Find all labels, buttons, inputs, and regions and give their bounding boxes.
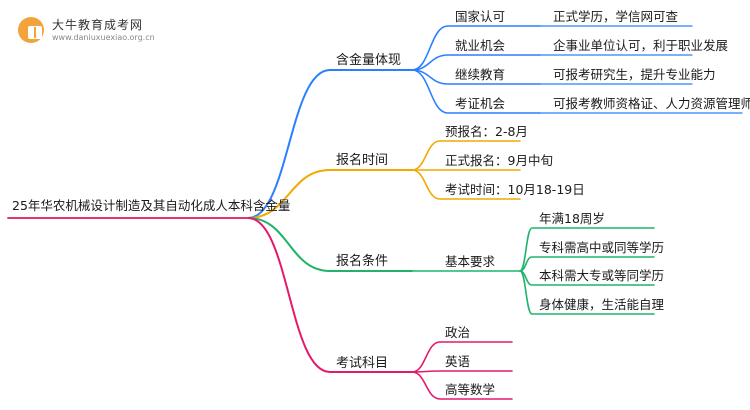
book-badge-icon bbox=[18, 17, 44, 43]
condition-item-connector bbox=[519, 256, 655, 272]
condition-item-connector bbox=[519, 270, 655, 315]
logo-url: www.daniuxuexiao.org.cn bbox=[52, 33, 155, 42]
value-item-detail: 正式学历，学信网可查 bbox=[553, 9, 679, 24]
time-item: 考试时间：10月18-19日 bbox=[445, 182, 585, 197]
logo-name: 大牛教育成考网 bbox=[52, 18, 144, 32]
value-item-detail: 可报考教师资格证、人力资源管理师证等 bbox=[553, 96, 750, 111]
subject-item-connector bbox=[411, 371, 513, 400]
subject-item-connector bbox=[411, 370, 513, 373]
value-item-connector bbox=[411, 25, 541, 71]
condition-sub-label: 基本要求 bbox=[445, 254, 496, 269]
branch-time-connector bbox=[247, 169, 413, 219]
value-item-connector bbox=[411, 54, 541, 71]
condition-item: 年满18周岁 bbox=[539, 211, 605, 226]
time-item-connector bbox=[411, 140, 521, 171]
time-item: 预报名：2-8月 bbox=[445, 124, 528, 139]
subject-item-connector bbox=[411, 341, 513, 373]
value-item-label: 继续教育 bbox=[455, 67, 506, 82]
value-item-label: 就业机会 bbox=[455, 38, 506, 53]
root-node: 25年华农机械设计制造及其自动化成人本科含金量 bbox=[12, 198, 291, 213]
branch-time-label: 报名时间 bbox=[336, 153, 389, 168]
branch-value-label: 含金量体现 bbox=[336, 53, 402, 68]
subject-item: 政治 bbox=[445, 325, 471, 340]
branch-subjects-label: 考试科目 bbox=[336, 356, 389, 371]
value-item-connector bbox=[411, 69, 541, 114]
value-item-detail: 企事业单位认可，利于职业发展 bbox=[553, 38, 729, 53]
time-item: 正式报名：9月中旬 bbox=[445, 153, 553, 168]
branch-value-connector bbox=[247, 69, 413, 219]
subject-item: 英语 bbox=[445, 354, 471, 369]
branch-condition-label: 报名条件 bbox=[336, 254, 389, 269]
branch-condition-connector bbox=[247, 217, 413, 272]
subject-item: 高等数学 bbox=[445, 382, 496, 397]
condition-item: 本科需大专或等同学历 bbox=[539, 268, 665, 283]
condition-item-connector bbox=[519, 227, 655, 272]
time-item-connector bbox=[411, 169, 521, 200]
site-logo[interactable]: 大牛教育成考网 www.daniuxuexiao.org.cn bbox=[14, 14, 174, 48]
condition-item: 专科需高中或同等学历 bbox=[539, 240, 665, 255]
value-item-label: 考证机会 bbox=[455, 96, 506, 111]
condition-item: 身体健康，生活能自理 bbox=[539, 297, 665, 312]
branch-subjects-connector bbox=[247, 217, 413, 373]
value-item-label: 国家认可 bbox=[455, 9, 506, 24]
value-item-detail: 可报考研究生，提升专业能力 bbox=[553, 67, 716, 82]
